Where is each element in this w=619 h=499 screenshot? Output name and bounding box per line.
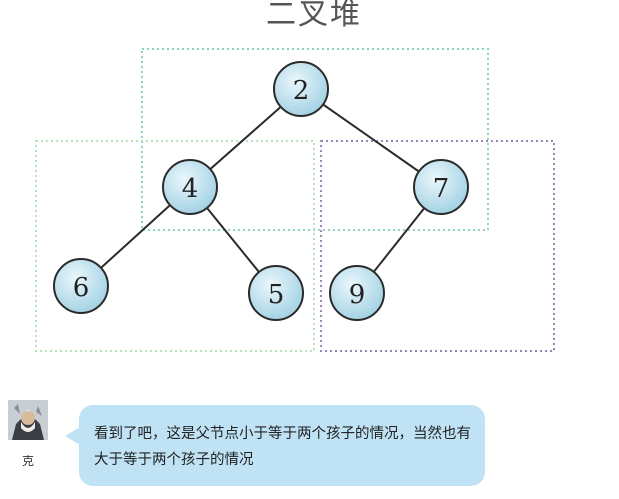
node-2: 2: [273, 61, 329, 117]
user-name: 克: [21, 454, 34, 468]
user-avatar[interactable]: [8, 400, 48, 440]
node-4: 4: [162, 159, 218, 215]
node-6: 6: [53, 258, 109, 314]
node-7: 7: [413, 159, 469, 215]
node-label-2: 2: [293, 76, 310, 106]
edge-2-7: [300, 88, 442, 188]
node-label-6: 6: [73, 273, 90, 303]
avatar-image-icon: [8, 400, 48, 440]
node-label-5: 5: [268, 280, 285, 310]
chat-message: 看到了吧，这是父节点小于等于两个孩子的情况，当然也有大于等于两个孩子的情况: [94, 426, 471, 468]
highlight-box-left: [35, 140, 315, 352]
node-5: 5: [248, 265, 304, 321]
node-9: 9: [329, 265, 385, 321]
node-label-9: 9: [349, 280, 366, 310]
heap-tree-svg: 2 4 7 6 5 9: [35, 48, 555, 352]
binary-heap-diagram: 二叉堆 2 4 7: [35, 0, 555, 352]
diagram-title: 二叉堆: [266, 0, 362, 32]
node-label-7: 7: [433, 174, 450, 204]
chat-bubble: 看到了吧，这是父节点小于等于两个孩子的情况，当然也有大于等于两个孩子的情况: [65, 405, 485, 486]
highlight-box-right: [320, 140, 555, 352]
node-label-4: 4: [182, 174, 199, 204]
